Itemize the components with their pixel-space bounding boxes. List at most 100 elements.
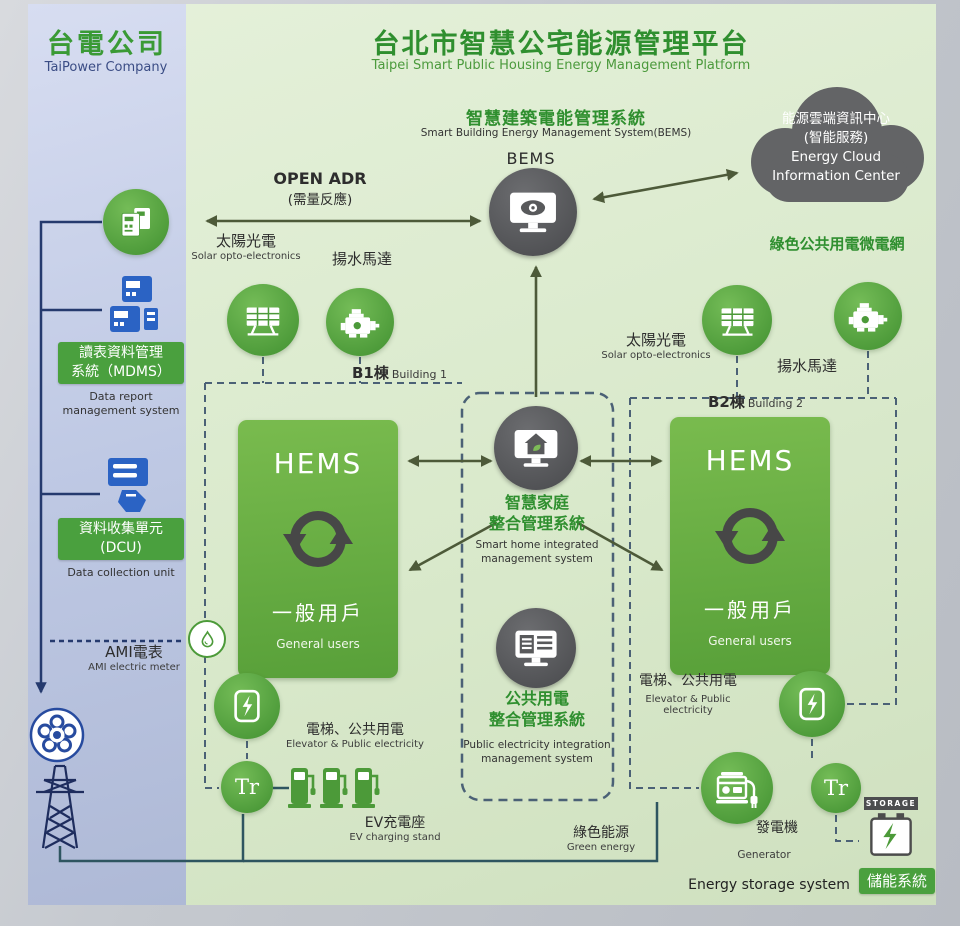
general-users-en: General users [276,637,360,652]
dcu-label: 資料收集單元 (DCU) [58,518,184,560]
smart-home-label: 智慧家庭 整合管理系統 Smart home integrated manage… [459,492,615,566]
public-power-en1: Public electricity integration [463,739,611,751]
taipower-logo [29,707,85,763]
b2-pump-label: 揚水馬達 [776,357,837,375]
bems-label: BEMS [506,149,556,168]
green-energy-label: 綠色能源 Green energy [553,822,649,853]
elevator-icon-right [779,671,845,737]
ev-label-en: EV charging stand [349,832,441,843]
bems-heading-en: Smart Building Energy Management System(… [420,127,692,139]
smart-home-zh2: 整合管理系統 [488,514,585,533]
microgrid-caption: 綠色公共用電微電網 [769,235,905,253]
cloud-en2: Information Center [772,168,900,184]
smart-home-en2: management system [481,553,593,565]
green-energy-en: Green energy [566,842,636,853]
elevator-label-right: 電梯、公共用電 Elevator & Public electricity [618,670,758,716]
pump-motor-icon-b2 [834,282,902,350]
ev-charger-icon [288,762,318,810]
cloud-en1: Energy Cloud [790,149,882,165]
ev-label-zh: EV充電座 [364,815,426,831]
mdms-glyph [106,276,160,340]
storage-label-zh: 儲能系統 [859,868,935,894]
transmission-tower-icon [30,762,90,850]
water-drop-icon [188,620,226,658]
elevator-left-en: Elevator & Public electricity [286,739,424,750]
page-title: 台北市智慧公宅能源管理平台 [372,29,750,60]
ami-label-en: AMI electric meter [88,662,180,673]
tower-glyph [30,762,90,850]
elevator-right-en1: Elevator & Public [645,694,731,705]
storage-tag: STORAGE [864,797,918,810]
hems-box-b2: HEMS 一般用戶 General users [670,417,830,675]
mdms-icon [106,276,160,340]
smart-home-icon [494,406,578,490]
ev-charger-icons [288,762,388,812]
open-adr-label: OPEN ADR (需量反應) [245,169,395,208]
hems-title: HEMS [705,443,795,477]
ami-label-zh: AMI電表 [105,643,163,661]
public-power-en2: management system [481,753,593,765]
generator-glyph [713,764,761,812]
public-power-icon [496,608,576,688]
engine-glyph [846,294,890,338]
open-adr-line2: (需量反應) [287,192,353,208]
elevator-glyph [791,683,833,725]
page-subtitle: Taipei Smart Public Housing Energy Manag… [371,58,751,73]
mdms-label-en: Data report management system [52,390,190,418]
b1-name-en: Building 1 [391,368,447,381]
recycle-icon [710,496,790,576]
dcu-label-zh1: 資料收集單元 [79,521,163,537]
engine-glyph [338,300,382,344]
taipower-logo-glyph [29,707,85,763]
solar-panel-icon-b1 [227,284,299,356]
dcu-glyph [102,456,156,516]
elevator-right-zh: 電梯、公共用電 [639,673,737,689]
monitor-home-glyph [509,421,563,475]
cloud-shape [751,87,924,202]
b1-solar-zh: 太陽光電 [215,232,276,250]
smart-home-en1: Smart home integrated [475,539,599,551]
meter-reading-icon [103,189,169,255]
mdms-en-line1: Data report [89,390,153,403]
general-users-zh: 一般用戶 [704,598,796,623]
pump-motor-icon-b1 [326,288,394,356]
general-users-zh: 一般用戶 [272,601,364,626]
elevator-icon-left [214,673,280,739]
solar-glyph [240,297,286,343]
b1-solar-label: 太陽光電 Solar opto-electronics [190,230,302,262]
generator-label-en: Generator [737,849,791,861]
hems-title: HEMS [273,446,363,480]
monitor-eye-glyph [504,183,562,241]
bems-heading: 智慧建築電能管理系統 [466,109,646,129]
generator-label-zh: 發電機 [756,820,798,836]
storage-label-en: Energy storage system [688,877,850,893]
b2-name-en: Building 2 [747,397,803,410]
ev-charger-icon [352,762,382,810]
public-power-label: 公共用電 整合管理系統 Public electricity integrati… [459,688,615,766]
storage-battery-glyph [864,811,918,859]
solar-panel-icon-b2 [702,285,772,355]
dcu-label-zh2: (DCU) [100,540,142,556]
monitor-list-glyph [510,622,562,674]
cloud-text: 能源雲端資訊中心 (智能服務) Energy Cloud Information… [733,110,939,186]
open-adr-line1: OPEN ADR [273,169,367,188]
recycle-icon [278,499,358,579]
general-users-en: General users [708,634,792,649]
dcu-label-en: Data collection unit [67,566,175,579]
transformer-left: Tr [221,761,273,813]
b1-solar-en: Solar opto-electronics [191,251,301,262]
cloud-zh1: 能源雲端資訊中心 [782,111,890,127]
dcu-icon [102,456,156,516]
mdms-label-zh1: 讀表資料管理 [79,345,163,361]
ev-label: EV充電座 EV charging stand [330,812,460,843]
smart-home-zh1: 智慧家庭 [504,493,569,512]
b1-name-zh: B1棟 [352,364,389,382]
company-name: 台電公司 [47,29,167,60]
storage-icon: STORAGE [861,797,921,859]
generator-icon [701,752,773,824]
b1-pump-label: 揚水馬達 [331,250,392,268]
b2-name-zh: B2棟 [708,393,745,411]
public-power-zh1: 公共用電 [504,689,569,708]
